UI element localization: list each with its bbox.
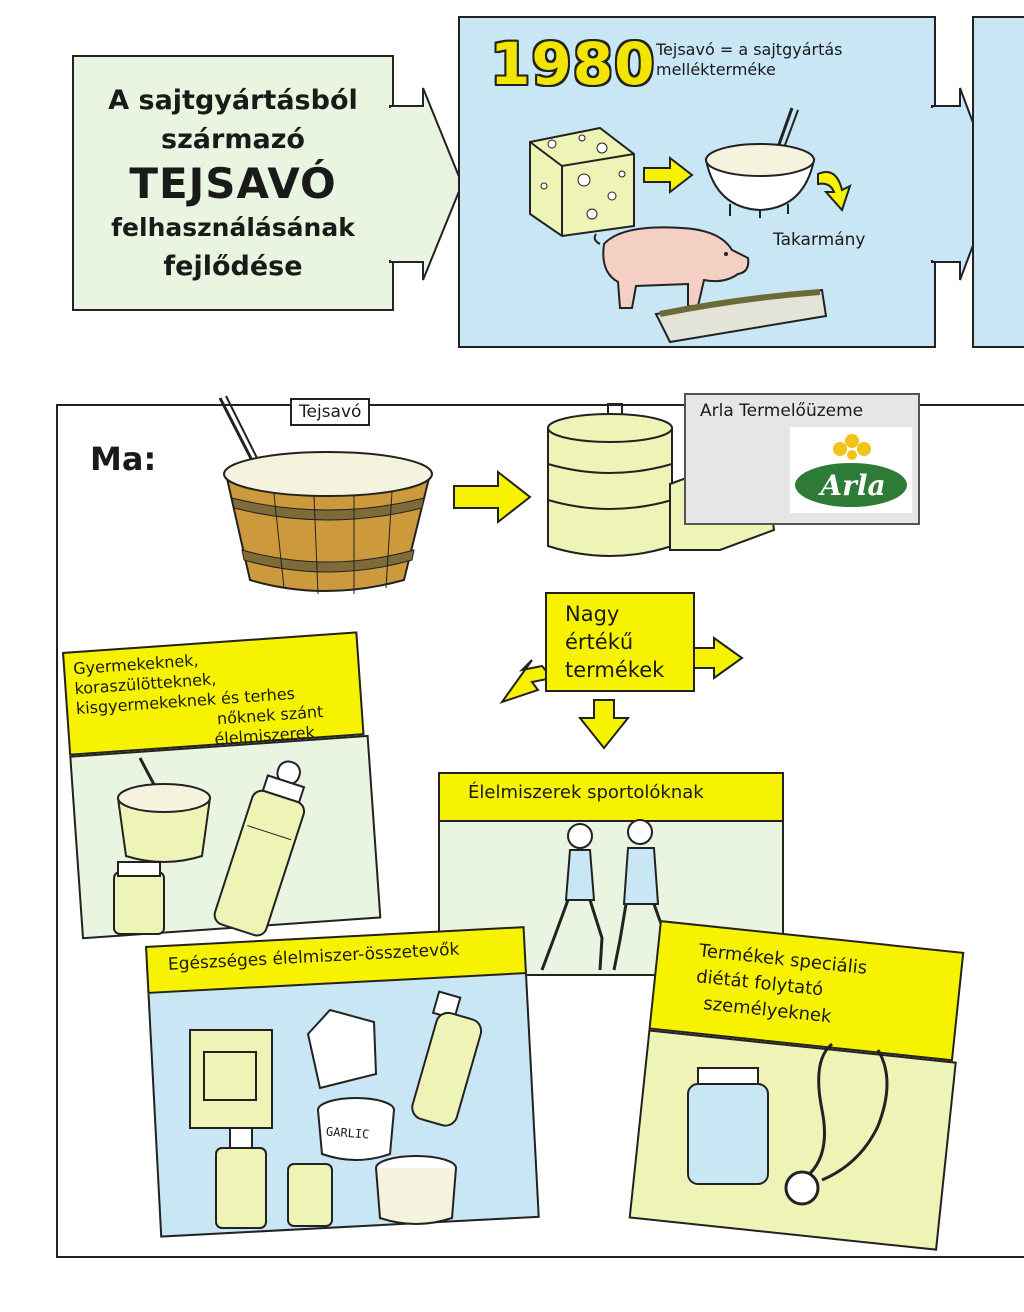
panel-1980-text: Tejsavó = a sajtgyártás mellékterméke: [656, 40, 843, 80]
today-heading: Ma:: [90, 440, 157, 478]
whey-barrel-icon: [218, 395, 433, 595]
title-line-4: felhasználásának: [111, 212, 355, 242]
healthy-ingredients-icons: [189, 990, 483, 1229]
title-box: A sajtgyártásból származó TEJSAVÓ felhas…: [72, 55, 394, 311]
runners-icon: [540, 819, 678, 971]
arla-logo: [790, 427, 912, 513]
high-value-line-1: Nagy: [565, 602, 620, 626]
arrow-barrel-to-plant: [453, 469, 532, 525]
high-value-line-3: termékek: [565, 658, 665, 682]
next-era-panel: [972, 16, 1024, 348]
feed-label: Takarmány: [773, 230, 866, 250]
whey-bowl-icon: [704, 107, 816, 218]
panel-1980-text-line-2: mellékterméke: [656, 60, 776, 79]
high-value-arrows: [499, 636, 744, 750]
high-value-line-2: értékű: [565, 630, 634, 654]
panel-1980-text-line-1: Tejsavó = a sajtgyártás: [656, 40, 843, 59]
sports-label: Élelmiszerek sportolóknak: [468, 782, 704, 803]
plant-label: Arla Termelőüzeme: [700, 401, 864, 421]
arrow-bowl-to-feed: [817, 171, 852, 212]
arla-logo-text: Arla: [820, 469, 886, 502]
stethoscope-jar-icons: [687, 1042, 889, 1206]
arla-plant-box: Arla Termelőüzeme Arla: [684, 393, 920, 525]
year-1980: 1980: [490, 30, 656, 98]
panel-1980: 1980 Tejsavó = a sajtgyártás melléktermé…: [458, 16, 936, 348]
garlic-label: GARLIC: [325, 1124, 370, 1142]
whey-label: Tejsavó: [290, 398, 371, 426]
title-line-5: fejlődése: [163, 250, 303, 282]
high-value-box: Nagy értékű termékek: [545, 592, 695, 692]
arrow-title-to-1980: [388, 87, 464, 281]
cheese-icon: [529, 126, 635, 238]
title-line-2: származó: [161, 123, 305, 155]
arrow-cheese-to-bowl: [643, 155, 694, 195]
feed-trough-icon: [654, 288, 828, 344]
pig-icon: [593, 226, 750, 309]
baby-food-icons: [113, 757, 306, 937]
title-line-3: TEJSAVÓ: [129, 158, 337, 208]
title-line-1: A sajtgyártásból: [108, 84, 358, 116]
